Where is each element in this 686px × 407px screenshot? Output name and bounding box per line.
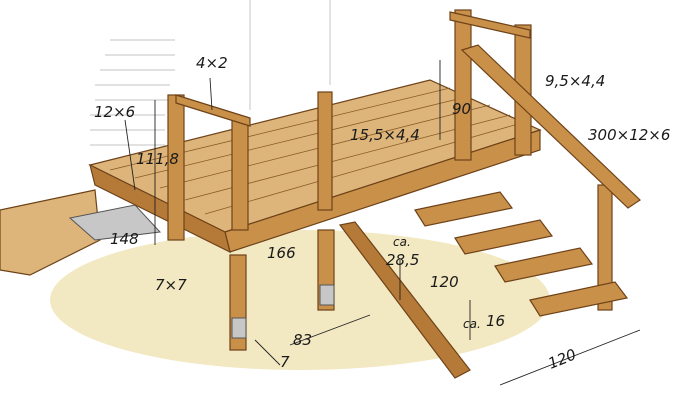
dim-railing-height: 111,8	[136, 150, 179, 168]
house-wall	[90, 0, 331, 146]
dim-step-width: 120	[430, 273, 459, 291]
dim-railing-rail: 4×2	[196, 54, 228, 72]
stair-stringer	[338, 221, 471, 379]
post	[317, 91, 333, 211]
concrete-step	[68, 204, 162, 241]
top-rail	[449, 11, 531, 39]
dim-handrail: 9,5×4,4	[545, 72, 606, 90]
top-rail	[175, 94, 251, 127]
post	[454, 9, 472, 161]
walkway	[0, 189, 101, 276]
dim-step-depth: 28,5	[386, 251, 420, 269]
dim-railing-right-height: 90	[452, 100, 472, 118]
post-anchor	[319, 284, 335, 306]
dim-span: 166	[267, 244, 296, 262]
dim-post: 7×7	[155, 276, 187, 294]
handrail	[460, 44, 641, 209]
dimension-lines	[124, 60, 641, 386]
dim-post-spacing: 83	[293, 331, 313, 349]
dim-step-rise: 16	[486, 312, 506, 330]
dim-beam: 12×6	[94, 103, 136, 121]
stair-treads	[414, 191, 629, 317]
post	[231, 117, 249, 231]
dim-stringer: 300×12×6	[588, 126, 671, 144]
dim-post-size: 7	[280, 353, 290, 371]
dim-post-spacing-left: 148	[110, 230, 139, 248]
dim-step-rise-prefix: ca.	[463, 317, 481, 331]
dim-deck-board: 15,5×4,4	[350, 126, 420, 144]
dim-step-depth-prefix: ca.	[393, 235, 411, 249]
post-anchor	[231, 317, 247, 339]
